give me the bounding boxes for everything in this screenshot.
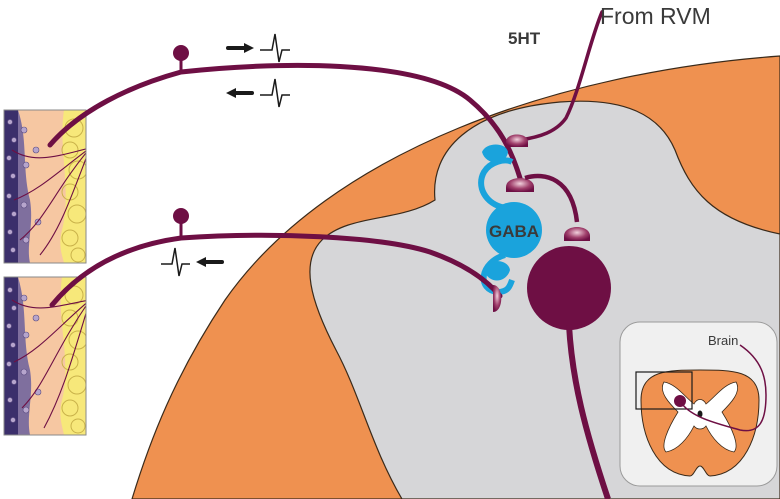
upper-drg-soma bbox=[173, 45, 189, 61]
upper-afferent-terminal bbox=[506, 178, 534, 192]
gaba-upper-terminal bbox=[482, 144, 508, 163]
gaba-interneuron-soma bbox=[486, 202, 542, 258]
spinal-cord-cross-section-inset: Brain bbox=[619, 321, 778, 487]
axon-signal-arrow-icon bbox=[226, 43, 254, 53]
inset-projection-axon bbox=[679, 344, 767, 432]
lower-afferent-axon bbox=[49, 232, 503, 308]
action-potential-spike-icon bbox=[260, 78, 290, 108]
projection-neuron-axon bbox=[566, 324, 611, 499]
skin-section-lower bbox=[4, 277, 86, 435]
skin-section-upper-frame bbox=[3, 109, 87, 264]
brain-label: Brain bbox=[708, 333, 738, 348]
inset-zoom-box bbox=[635, 371, 693, 410]
axon-signal-arrow-icon bbox=[196, 257, 224, 267]
gaba-lower-terminal bbox=[484, 261, 510, 281]
action-potential-spike-icon bbox=[161, 247, 190, 277]
rvm-axon-terminal bbox=[506, 134, 528, 147]
gaba-upper-process bbox=[478, 157, 514, 211]
upper-afferent-branch bbox=[524, 173, 580, 223]
upper-afferent-axon bbox=[47, 62, 523, 181]
gaba-label: GABA bbox=[489, 222, 539, 241]
lower-drg-soma bbox=[173, 208, 189, 224]
serotonin-label: 5HT bbox=[508, 29, 541, 48]
skin-section-lower-frame bbox=[3, 276, 87, 436]
lower-afferent-terminal bbox=[493, 285, 502, 312]
from-rvm-label: From RVM bbox=[600, 3, 711, 29]
projection-neuron-soma bbox=[527, 246, 611, 330]
rvm-serotonergic-axon bbox=[518, 10, 604, 142]
upper-afferent-branch-terminal bbox=[564, 227, 590, 241]
skin-section-upper bbox=[4, 110, 86, 263]
action-potential-spike-icon bbox=[260, 33, 290, 63]
axon-signal-arrow-icon bbox=[226, 88, 254, 98]
